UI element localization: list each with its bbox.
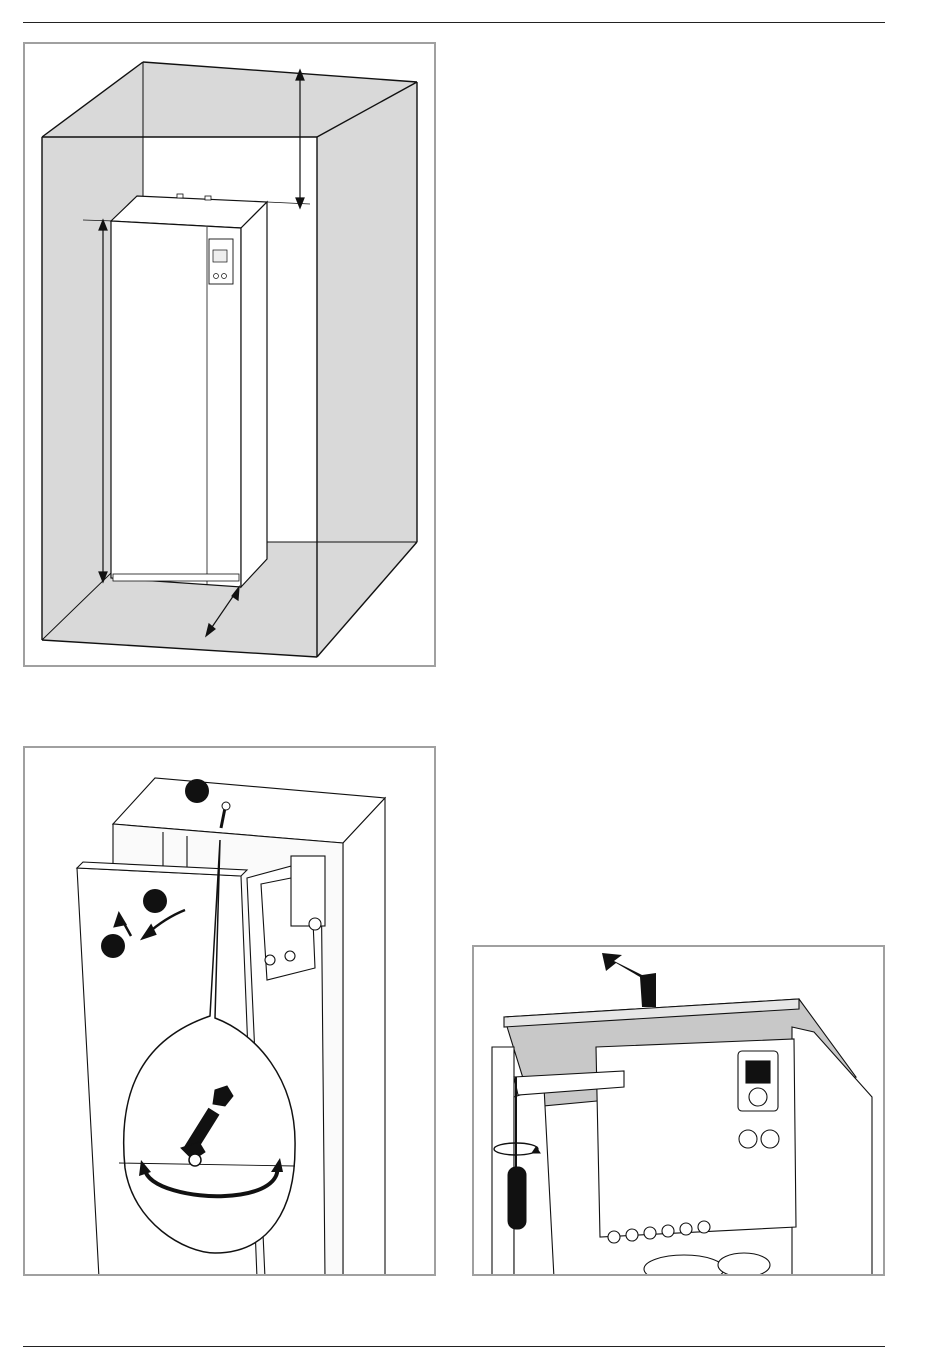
top-cover-removal-diagram [474,947,885,1276]
step-marker-2 [143,889,167,913]
header-rule [23,22,885,23]
step-marker-1 [185,779,209,803]
top-cover-removal-figure [472,945,885,1276]
heat-pump-unit [111,194,267,587]
front-panel-removal-figure [23,746,436,1276]
unit-in-room-clearance-diagram [25,44,436,667]
footer-rule [23,1346,885,1347]
lift-arrow [602,953,656,1007]
step-marker-3 [101,934,125,958]
clearance-figure [23,42,436,667]
front-panel-removal-diagram [25,748,436,1276]
